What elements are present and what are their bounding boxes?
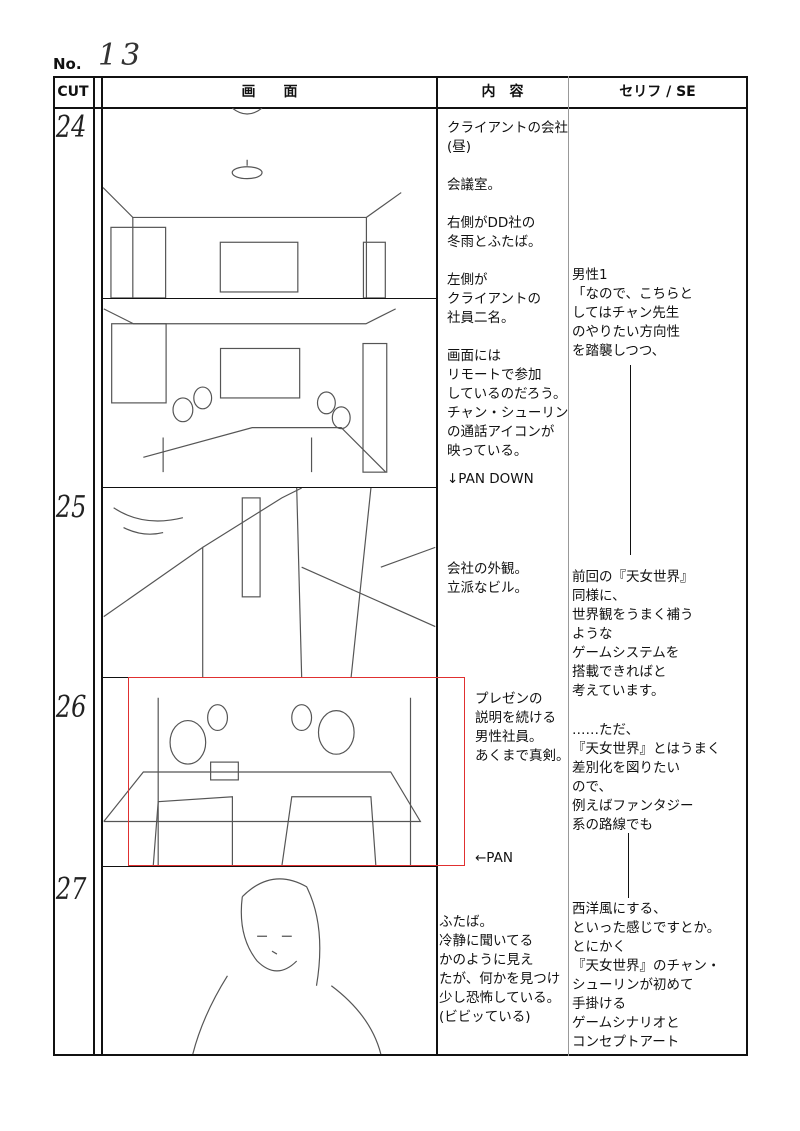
panel-cut-24-top xyxy=(102,108,437,299)
dialogue-block: 前回の『天女世界』 同様に、 世界観をうまく補う ような ゲームシステムを 搭載… xyxy=(572,569,694,699)
panel-cut-27 xyxy=(102,866,437,1055)
sheet-number-label: No. xyxy=(53,55,82,73)
cut-number: 24 xyxy=(55,110,87,145)
pan-frame-guide xyxy=(128,677,465,866)
table-border-top xyxy=(53,76,748,78)
cut-27-content: ふたば。 冷静に聞いてる かのように見え たが、何かを見つけ 少し恐怖している。… xyxy=(439,914,561,1025)
cut-25-content: 会社の外観。 立派なビル。 xyxy=(447,561,528,596)
cut-number: 27 xyxy=(55,872,87,907)
header-cut: CUT xyxy=(57,84,89,100)
cut-24-content: クライアントの会社 (昼) 会議室。 右側がDD社の 冬雨とふたば。 左側が ク… xyxy=(447,120,569,459)
header-content: 内 容 xyxy=(481,84,524,100)
header-divider xyxy=(53,107,748,109)
header-screen: 画 面 xyxy=(241,84,298,100)
panel-cut-24-bottom xyxy=(102,298,437,488)
dialogue-block: 男性1 「なので、こちらと してはチャン先生 のやりたい方向性 を踏襲しつつ、 xyxy=(572,267,693,359)
screen-column-left xyxy=(101,76,103,1056)
sheet-number-value: 13 xyxy=(98,38,145,73)
cut-number: 26 xyxy=(55,690,87,725)
header-dialogue: セリフ / SE xyxy=(619,84,696,100)
table-border-right xyxy=(746,76,748,1056)
table-border-left xyxy=(53,76,55,1056)
cut-26-camera: ←PAN xyxy=(475,850,513,866)
dialogue-block: 西洋風にする、 といった感じですとか。 とにかく 『天女世界』のチャン・ シュー… xyxy=(572,901,721,1050)
cut-number: 25 xyxy=(55,490,87,525)
cut-24-camera: ↓PAN DOWN xyxy=(447,471,534,487)
dialogue-block: ……ただ、 『天女世界』とはうまく 差別化を図りたい ので、 例えばファンタジー… xyxy=(572,722,721,833)
table-border-bottom xyxy=(53,1054,748,1056)
dialogue-continuation-line xyxy=(628,833,629,898)
cut-26-content: プレゼンの 説明を続ける 男性社員。 あくまで真剣。 xyxy=(475,691,570,764)
panel-cut-25 xyxy=(102,487,437,678)
cut-column-divider xyxy=(93,76,95,1056)
dialogue-continuation-line xyxy=(630,365,631,555)
content-dialogue-divider xyxy=(568,76,569,1056)
